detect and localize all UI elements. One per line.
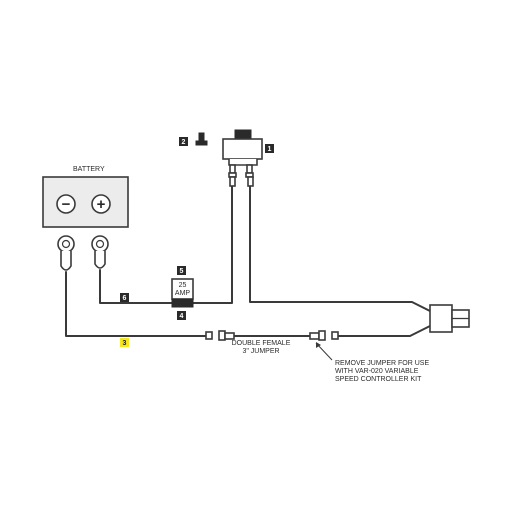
svg-text:4: 4 (180, 313, 184, 320)
jumper-connector-left (205, 330, 235, 341)
wire-negative-to-jumper (65, 271, 207, 337)
callout-6: 6 (120, 293, 129, 302)
battery-label: BATTERY (73, 166, 105, 173)
jumper-connector-right (309, 330, 339, 341)
positive-symbol: + (97, 196, 106, 213)
wire-switch-to-connector (249, 185, 431, 312)
callout-1: 1 (265, 144, 274, 153)
fuse-holder (171, 298, 194, 308)
battery-negative-terminal: − (56, 194, 76, 214)
ring-terminal-positive (91, 235, 109, 269)
negative-symbol: − (62, 196, 71, 213)
fuse-unit: AMP (175, 290, 191, 297)
svg-text:1: 1 (268, 146, 272, 153)
wire-jumper-to-connector (337, 325, 431, 337)
wire-positive-to-fuse (99, 269, 173, 304)
rocker-switch (222, 129, 263, 187)
battery-positive-terminal: + (91, 194, 111, 214)
jumper-note-line3: SPEED CONTROLLER KIT (335, 376, 422, 383)
fuse-rating: 25 (179, 282, 187, 289)
callout-2: 2 (179, 137, 188, 146)
svg-text:5: 5 (180, 268, 184, 275)
callout-4: 4 (177, 311, 186, 320)
jumper-note-line1: REMOVE JUMPER FOR USE (335, 360, 429, 367)
svg-text:2: 2 (182, 139, 186, 146)
jumper-pointer-arrowhead (316, 342, 321, 348)
battery-body (42, 176, 129, 228)
svg-text:6: 6 (123, 295, 127, 302)
jumper-label-line1: DOUBLE FEMALE (232, 340, 291, 347)
callout-5: 5 (177, 266, 186, 275)
svg-text:3: 3 (123, 340, 127, 347)
main-connector (429, 304, 470, 333)
ring-terminal-negative (57, 235, 75, 271)
jumper-label-line2: 3" JUMPER (242, 348, 279, 355)
jumper-note-line2: WITH VAR-020 VARIABLE (335, 368, 419, 375)
wire-fuse-to-switch (192, 185, 233, 304)
switch-knob (195, 132, 208, 146)
callout-3: 3 (120, 338, 129, 347)
